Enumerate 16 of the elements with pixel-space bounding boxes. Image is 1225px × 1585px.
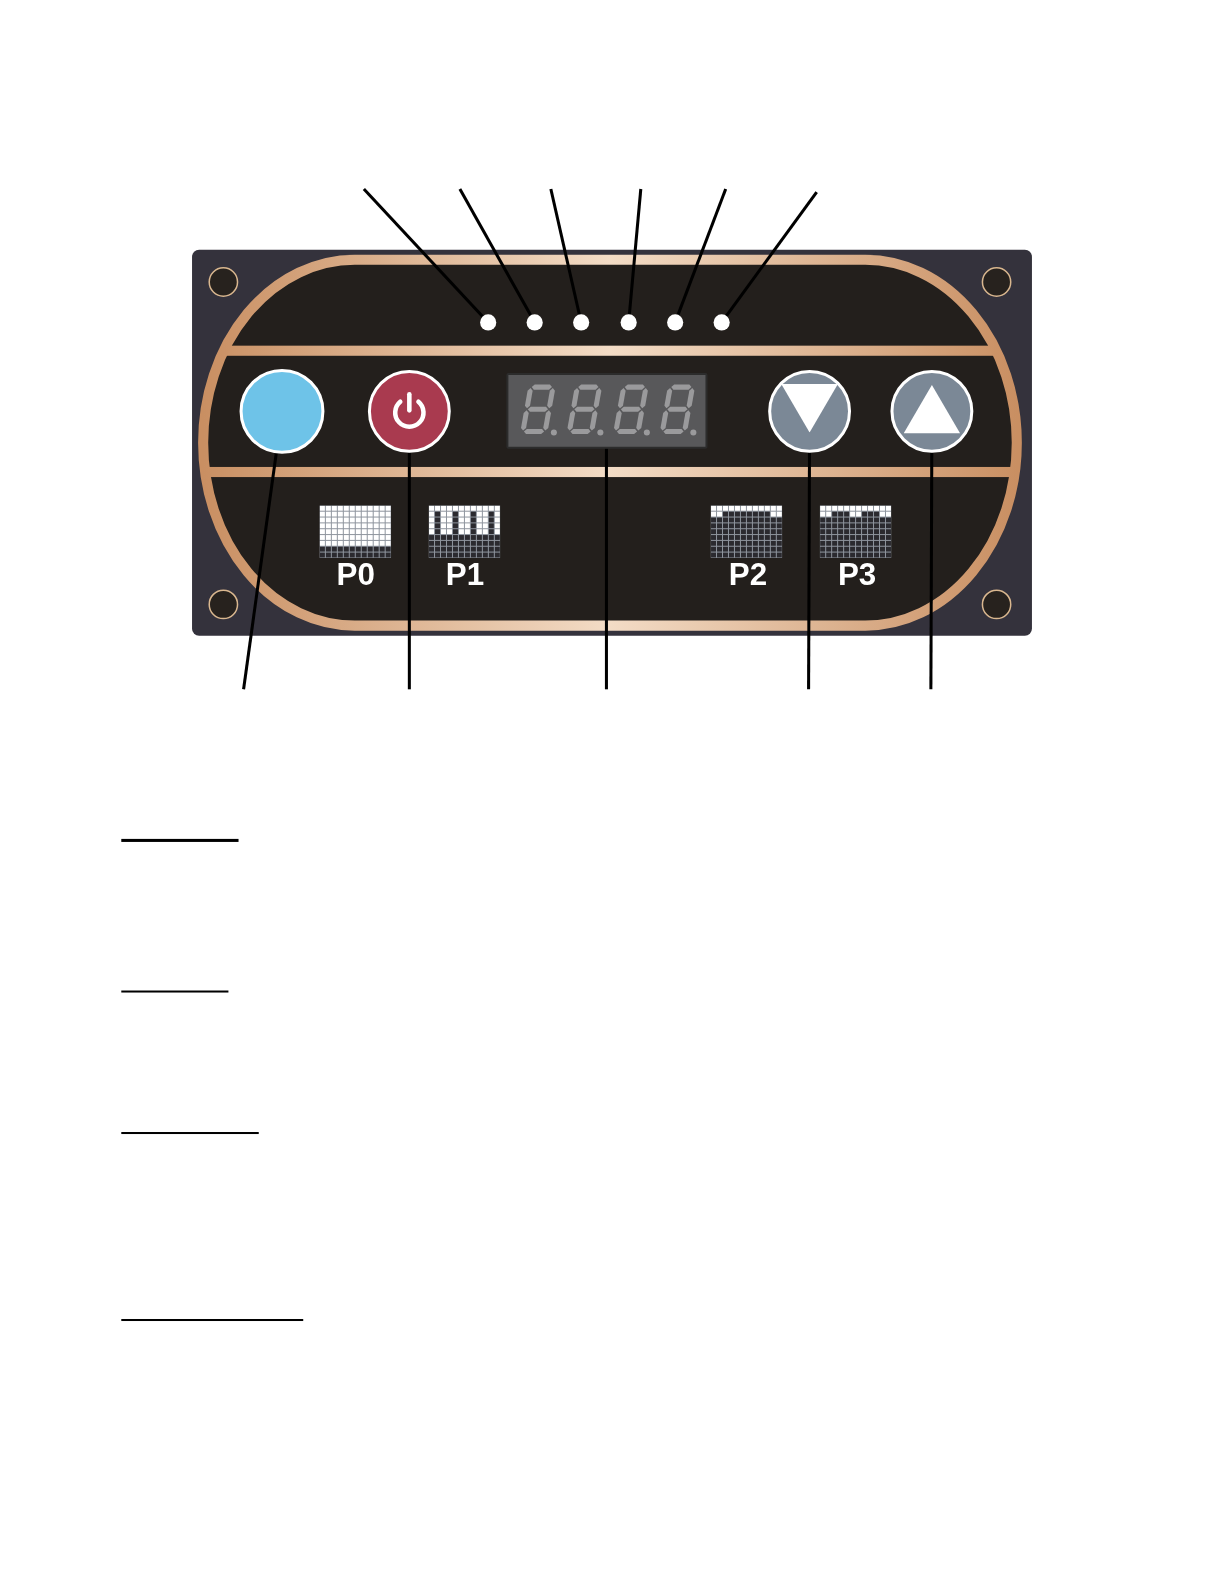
leader-line	[362, 187, 484, 318]
leader-line	[807, 452, 811, 690]
leader-line	[725, 191, 818, 317]
leader-line	[407, 452, 411, 690]
leader-line	[627, 188, 643, 315]
profile-label: P3	[837, 558, 877, 591]
leader-line	[242, 453, 278, 690]
leader-line	[458, 188, 533, 317]
leader-line	[604, 448, 608, 690]
profile-label: P0	[336, 558, 375, 591]
profile-label: P1	[445, 558, 485, 591]
profile-label: P2	[728, 558, 768, 591]
leader-line	[549, 188, 581, 315]
leader-line	[676, 188, 728, 316]
led-display	[505, 372, 707, 449]
leader-line	[929, 452, 934, 690]
